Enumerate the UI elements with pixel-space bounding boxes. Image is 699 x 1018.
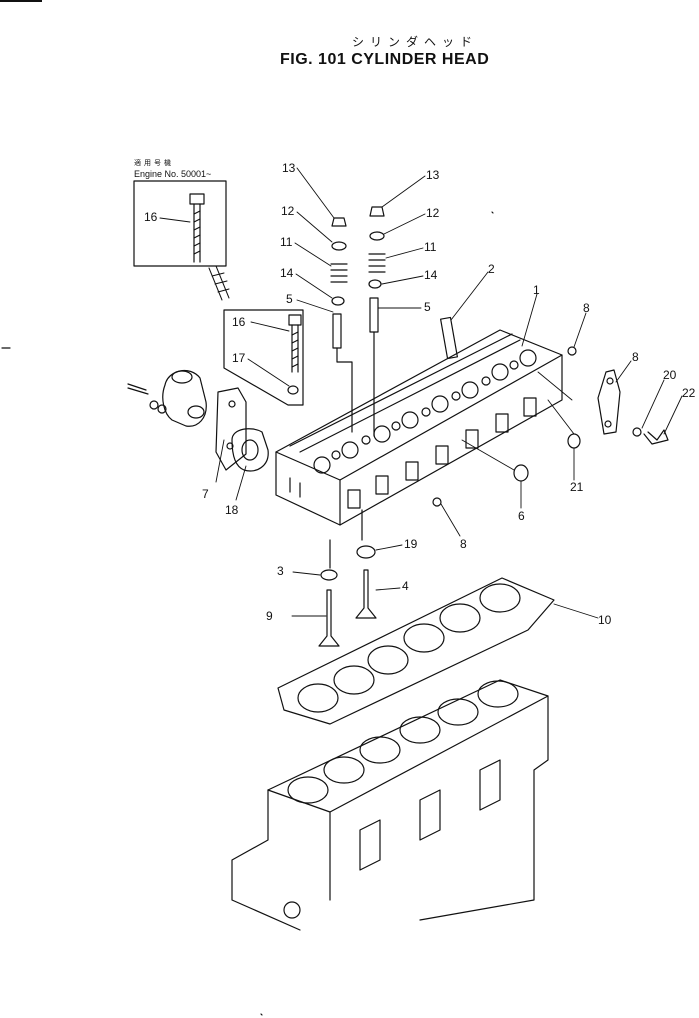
nut-8-upper [567,346,577,356]
nut-8-lower [432,497,442,507]
part-2-pin [440,316,458,360]
lower-valve-parts [318,509,377,647]
leader-lines [159,167,683,619]
applicable-engine-note: Engine No. 50001~ [134,169,212,179]
plug-6 [567,433,581,449]
lifting-bracket-20 [597,369,621,435]
callout-12-left: 12 [281,204,295,218]
callout-20: 8 [632,350,639,364]
valve-parts-left [330,217,353,433]
corner-rule [0,0,42,2]
callout-1: 1 [533,283,540,297]
callout-14-left: 14 [280,266,294,280]
applicable-note-japanese: 適用号機 [134,159,174,167]
callout-4: 3 [277,564,284,578]
callout-16-lower: 16 [232,315,246,329]
bolt-group-16-17 [223,309,304,406]
inset-box-engine-variant [133,180,230,301]
callout-10: 9 [266,609,273,623]
callout-21: 22 [682,386,696,400]
thermostat-housing [127,369,207,427]
callout-8-lower: 8 [460,537,467,551]
callout-17: 17 [232,351,246,365]
callout-3: 19 [404,537,418,551]
cover-plate-18 [215,387,247,471]
callout-5-right: 5 [424,300,431,314]
callout-18: 7 [202,487,209,501]
callout-16-inset: 16 [144,210,158,224]
valve-parts-right [368,206,386,437]
washer-22 [632,427,642,437]
callout-5-left: 5 [286,292,293,306]
callout-19: 18 [225,503,239,517]
bolt-21 [643,429,669,445]
page-title: FIG. 101 CYLINDER HEAD [280,51,490,68]
callout-14-right: 14 [424,268,438,282]
cylinder-block [231,679,549,931]
callout-22: 20 [663,368,677,382]
callout-11-left: 11 [280,235,293,249]
callout-11-right: 11 [424,240,437,254]
callout-7: 6 [518,509,525,523]
callout-9: 4 [402,579,409,593]
head-gasket-15 [277,577,555,725]
callout-13-right: 13 [426,168,440,182]
callout-12-right: 12 [426,206,440,220]
plug-7 [513,464,529,482]
stray-mark [260,1013,263,1016]
callout-15: 10 [598,613,612,627]
stray-mark [491,211,494,214]
callout-6: 21 [570,480,584,494]
title-japanese: シリンダヘッド [352,35,479,49]
callout-13-left: 13 [282,161,296,175]
cylinder-head [275,329,563,526]
gasket-19 [231,428,269,472]
callout-8-upper: 8 [583,301,590,315]
callout-2: 2 [488,262,495,276]
